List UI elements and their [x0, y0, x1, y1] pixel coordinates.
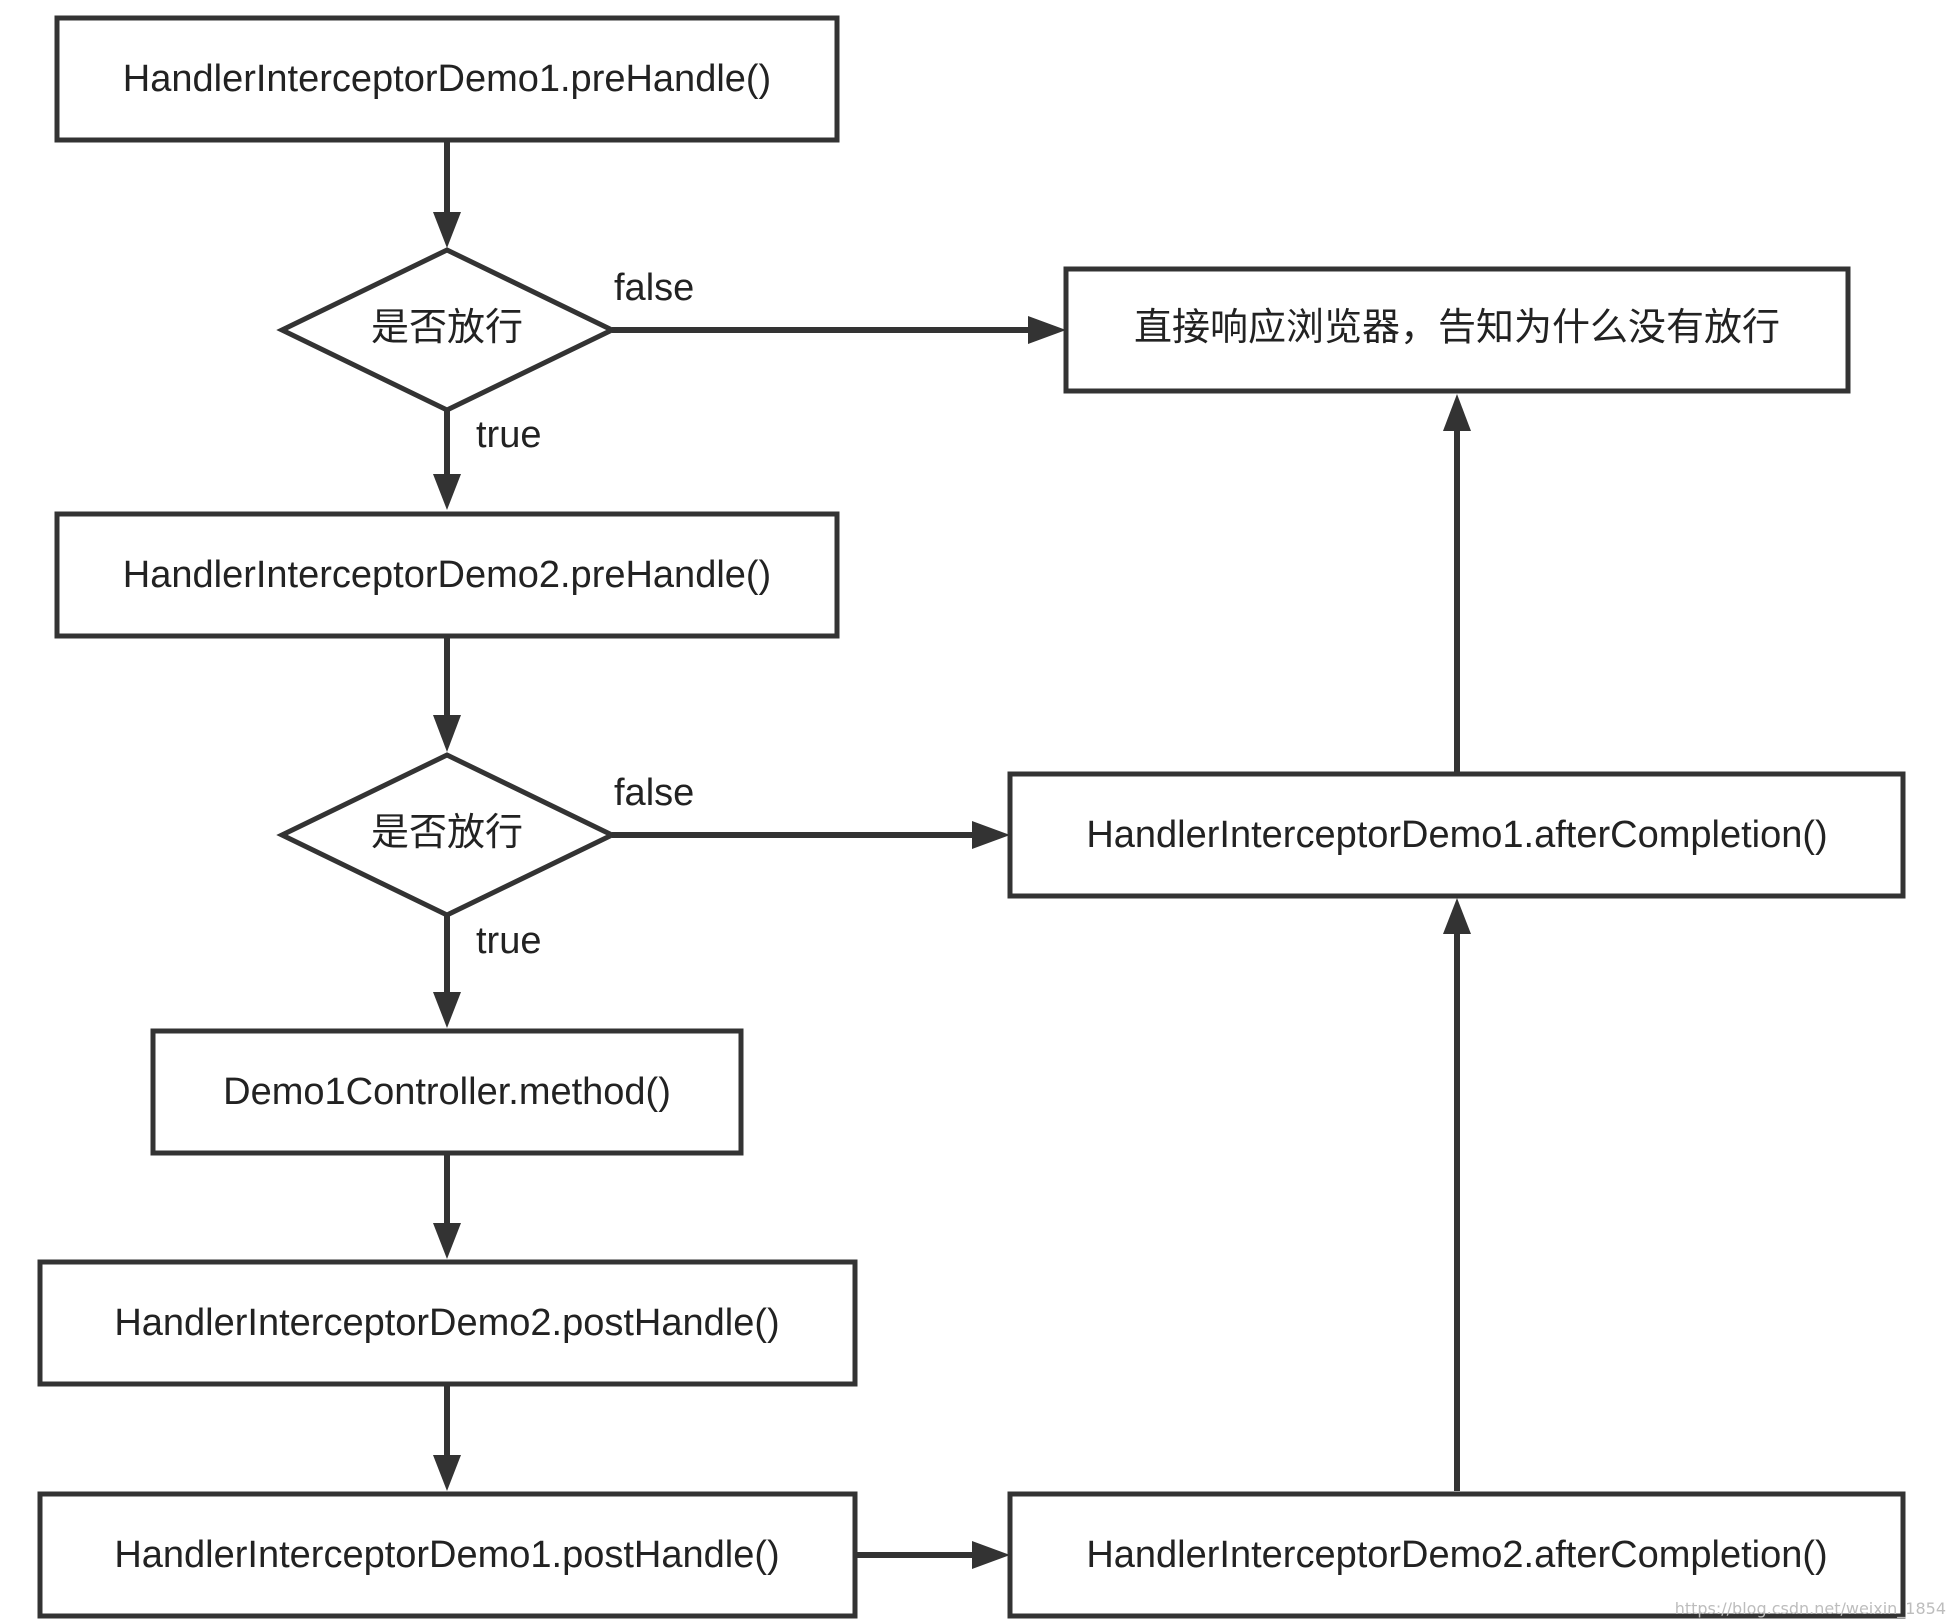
arrowhead-down-icon — [433, 715, 461, 752]
watermark-text: https://blog.csdn.net/weixin_1854 — [1675, 1599, 1946, 1619]
edge-label-decision2-true: true — [476, 920, 541, 962]
arrowhead-up-icon — [1443, 898, 1471, 934]
edge-label-decision2-false: false — [614, 772, 694, 814]
node-decision1-label: 是否放行 — [371, 307, 523, 349]
node-demo1-prehandle: HandlerInterceptorDemo1.preHandle() — [54, 15, 840, 143]
arrowhead-down-icon — [433, 212, 461, 248]
node-respond-browser: 直接响应浏览器，告知为什么没有放行 — [1063, 266, 1851, 394]
node-decision2-label: 是否放行 — [371, 812, 523, 854]
node-demo1-aftercompletion-label: HandlerInterceptorDemo1.afterCompletion(… — [1086, 814, 1827, 856]
arrowhead-right-icon — [972, 1541, 1010, 1569]
edge-label-decision1-false: false — [614, 267, 694, 309]
arrowhead-up-icon — [1443, 394, 1471, 431]
arrowhead-right-icon — [1028, 316, 1066, 344]
node-demo2-posthandle-label: HandlerInterceptorDemo2.postHandle() — [114, 1302, 779, 1344]
node-demo2-posthandle: HandlerInterceptorDemo2.postHandle() — [37, 1259, 858, 1387]
node-decision2: 是否放行 — [276, 752, 618, 918]
node-demo2-prehandle-label: HandlerInterceptorDemo2.preHandle() — [123, 554, 771, 596]
node-demo2-aftercompletion-label: HandlerInterceptorDemo2.afterCompletion(… — [1086, 1534, 1827, 1576]
node-respond-browser-label: 直接响应浏览器，告知为什么没有放行 — [1134, 307, 1780, 349]
arrowhead-down-icon — [433, 992, 461, 1028]
node-demo1-prehandle-label: HandlerInterceptorDemo1.preHandle() — [123, 58, 771, 100]
node-demo1-aftercompletion: HandlerInterceptorDemo1.afterCompletion(… — [1007, 771, 1906, 899]
arrowhead-down-icon — [433, 474, 461, 510]
node-demo1-posthandle: HandlerInterceptorDemo1.postHandle() — [37, 1491, 858, 1619]
arrowhead-right-icon — [972, 821, 1010, 849]
node-demo2-prehandle: HandlerInterceptorDemo2.preHandle() — [54, 511, 840, 639]
edge-label-decision1-true: true — [476, 414, 541, 456]
node-demo2-aftercompletion: HandlerInterceptorDemo2.afterCompletion(… — [1007, 1491, 1906, 1619]
node-controller-method: Demo1Controller.method() — [150, 1028, 744, 1156]
node-demo1-posthandle-label: HandlerInterceptorDemo1.postHandle() — [114, 1534, 779, 1576]
arrowhead-down-icon — [433, 1455, 461, 1491]
node-controller-method-label: Demo1Controller.method() — [223, 1071, 671, 1113]
arrowhead-down-icon — [433, 1223, 461, 1259]
node-decision1: 是否放行 — [276, 247, 618, 413]
